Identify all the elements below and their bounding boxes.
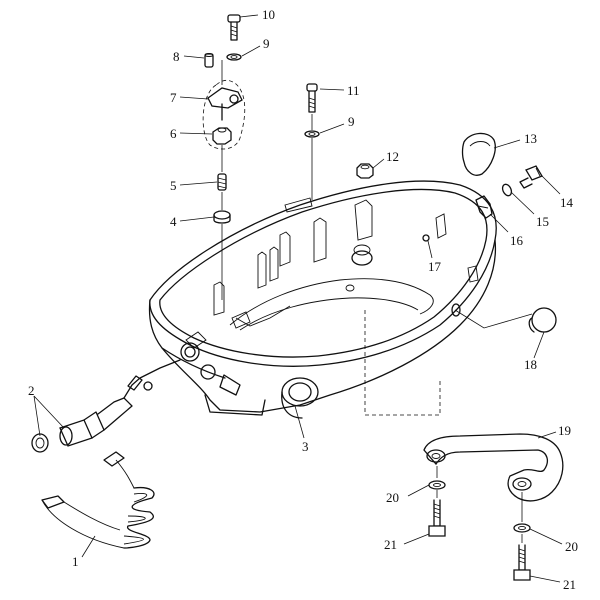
pin-part-8 bbox=[204, 53, 214, 68]
callout-7: 7 bbox=[170, 90, 177, 105]
bolt-part-21b bbox=[513, 544, 531, 581]
callout-2: 2 bbox=[28, 383, 35, 398]
callout-12: 12 bbox=[386, 149, 399, 164]
callout-6: 6 bbox=[170, 126, 177, 141]
bracket-part-7 bbox=[207, 87, 243, 121]
callout-17: 17 bbox=[428, 259, 442, 274]
callout-19: 19 bbox=[558, 423, 571, 438]
callout-21-left: 21 bbox=[384, 537, 397, 552]
callout-21-right: 21 bbox=[563, 577, 576, 592]
washer-part-9b bbox=[304, 130, 320, 138]
leader-lines bbox=[33, 14, 563, 583]
grip-part-13 bbox=[461, 132, 496, 176]
callout-20-right: 20 bbox=[565, 539, 578, 554]
bolt-part-21a bbox=[428, 499, 446, 537]
switch-part-2 bbox=[31, 397, 133, 453]
callout-4: 4 bbox=[170, 214, 177, 229]
callout-3: 3 bbox=[302, 439, 309, 454]
group-outline bbox=[202, 79, 246, 150]
callout-20-left: 20 bbox=[386, 490, 399, 505]
callout-10: 10 bbox=[262, 7, 275, 22]
callout-9-top: 9 bbox=[263, 36, 270, 51]
grommet-part-4 bbox=[213, 210, 231, 224]
callout-14: 14 bbox=[560, 195, 574, 210]
lower-cowling-part bbox=[148, 180, 497, 419]
washer-part-15 bbox=[501, 183, 513, 197]
handle-part-19 bbox=[423, 433, 564, 502]
lanyard-part-1 bbox=[41, 451, 155, 549]
bolt-part-5 bbox=[217, 173, 227, 191]
callout-labels: 1 2 3 4 5 6 7 8 9 9 10 11 12 13 14 15 16… bbox=[28, 7, 578, 592]
callout-15: 15 bbox=[536, 214, 549, 229]
washer-part-20a bbox=[428, 480, 446, 490]
screw-part-10 bbox=[227, 14, 241, 41]
plug-part-18 bbox=[528, 307, 557, 333]
callout-5: 5 bbox=[170, 178, 177, 193]
callout-11: 11 bbox=[347, 83, 360, 98]
callout-8: 8 bbox=[173, 49, 180, 64]
screw-part-14 bbox=[519, 165, 543, 189]
callout-1: 1 bbox=[72, 554, 79, 569]
washer-part-9 bbox=[226, 53, 242, 61]
callout-13: 13 bbox=[524, 131, 537, 146]
nut-part-12 bbox=[356, 163, 374, 179]
washer-part-20b bbox=[513, 523, 531, 533]
callout-9-mid: 9 bbox=[348, 114, 355, 129]
fitting-part-17 bbox=[422, 234, 430, 242]
callout-18: 18 bbox=[524, 357, 537, 372]
clip-part-16 bbox=[475, 195, 493, 219]
bolt-part-11 bbox=[306, 83, 318, 113]
nut-part-6 bbox=[212, 127, 232, 145]
callout-16: 16 bbox=[510, 233, 524, 248]
